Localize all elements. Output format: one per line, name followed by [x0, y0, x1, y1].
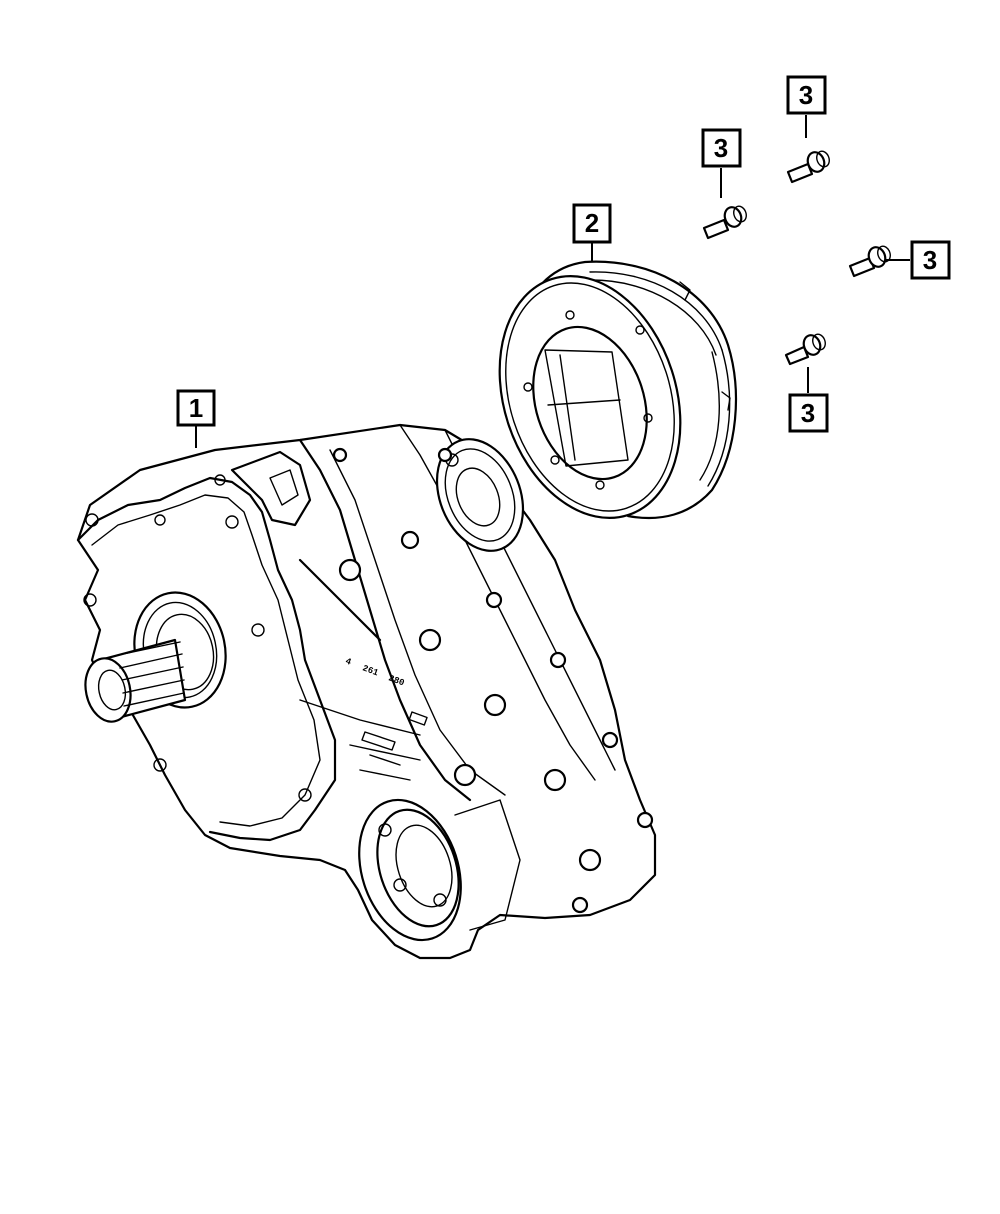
callout-2-label: 2: [585, 208, 599, 238]
callout-3a[interactable]: 3: [701, 128, 742, 168]
callout-3c-label: 3: [923, 245, 937, 275]
callout-3d[interactable]: 3: [788, 393, 829, 433]
callout-3b-label: 3: [799, 80, 813, 110]
callout-1[interactable]: 1: [176, 389, 216, 427]
callout-2[interactable]: 2: [572, 203, 612, 244]
casting-mark-1: 4: [344, 656, 353, 667]
bolt-upper-left[interactable]: [702, 204, 748, 240]
callout-1-label: 1: [189, 393, 203, 423]
callout-3a-label: 3: [714, 133, 728, 163]
shield-part[interactable]: [470, 252, 738, 541]
callout-3d-label: 3: [801, 398, 815, 428]
callout-3c[interactable]: 3: [910, 240, 951, 280]
bolt-upper-right[interactable]: [786, 149, 831, 184]
callout-3b[interactable]: 3: [786, 75, 827, 115]
bolt-right[interactable]: [848, 244, 892, 278]
transfer-case-part[interactable]: 4 261 280: [76, 423, 657, 960]
bolt-lower[interactable]: [784, 332, 827, 366]
